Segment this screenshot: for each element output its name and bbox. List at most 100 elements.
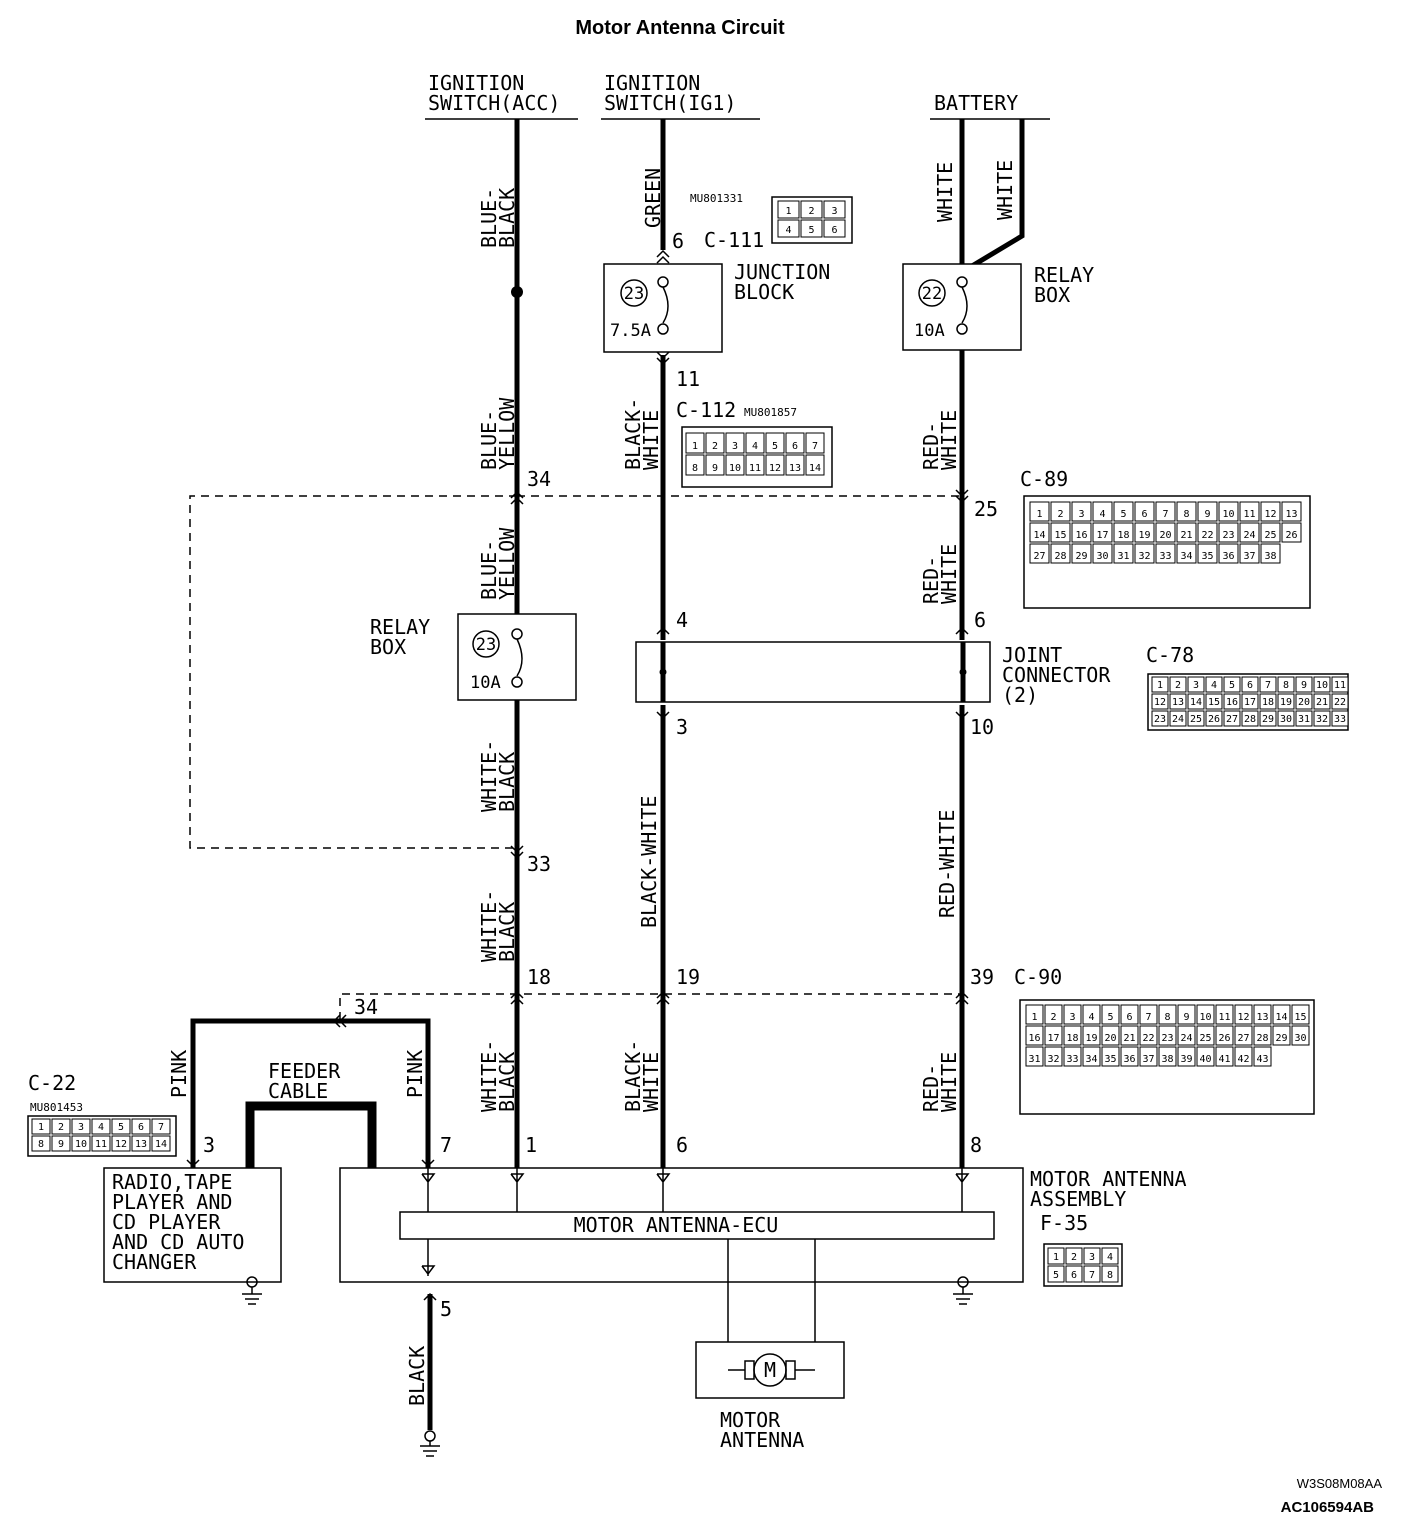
- f35-pin-number: 7: [1089, 1270, 1095, 1281]
- wire-white-black-4: BLACK: [495, 902, 519, 962]
- jb-fuse-number: 23: [624, 284, 644, 304]
- f35-pin-cell: [1047, 1265, 1065, 1283]
- c90-pin-number: 21: [1123, 1033, 1135, 1044]
- c22-pin-number: 13: [135, 1139, 147, 1150]
- ecu-label: MOTOR ANTENNA-ECU: [574, 1213, 779, 1237]
- c89-pin-number: 7: [1162, 509, 1168, 520]
- c78-pin-number: 7: [1265, 680, 1271, 691]
- wire-green: GREEN: [641, 168, 665, 228]
- c89-pin-number: 11: [1243, 509, 1255, 520]
- f35-pin-cell: [1101, 1265, 1119, 1283]
- c90-pin-cell: [1177, 1004, 1196, 1025]
- battery-circuit: WHITE WHITE RED- WHITE 25 RED- WHITE 6 1…: [919, 119, 1025, 1157]
- c90-pin-cell: [1253, 1004, 1272, 1025]
- pin-bat-25: 25: [974, 497, 998, 521]
- c89-pin-cell: [1239, 501, 1260, 522]
- c112-pin-number: 2: [712, 441, 718, 452]
- wire-white-1: WHITE: [933, 162, 957, 222]
- c90-pin-cell: [1253, 1046, 1272, 1067]
- c90-pin-number: 36: [1123, 1054, 1135, 1065]
- c78-pin-number: 11: [1334, 680, 1346, 691]
- c89-pin-number: 29: [1075, 551, 1087, 562]
- c78-pin-number: 3: [1193, 680, 1199, 691]
- c78-pin-number: 2: [1175, 680, 1181, 691]
- c89-pin-cell: [1218, 543, 1239, 564]
- c89-pin-number: 33: [1159, 551, 1171, 562]
- c22-pin-number: 11: [95, 1139, 107, 1150]
- c89-pin-number: 14: [1033, 530, 1045, 541]
- c90-pin-number: 42: [1237, 1054, 1249, 1065]
- c78-pin-cell: [1313, 693, 1331, 710]
- c90-pin-cell: [1215, 1025, 1234, 1046]
- c90-pin-number: 3: [1069, 1012, 1075, 1023]
- c78-pin-number: 8: [1283, 680, 1289, 691]
- c112-pin-cell: [805, 454, 825, 476]
- c89-pin-number: 24: [1243, 530, 1255, 541]
- c78-pin-number: 22: [1334, 697, 1346, 708]
- junction-block: 23 7.5A JUNCTION BLOCK: [603, 260, 830, 353]
- c89-pin-cell: [1050, 522, 1071, 543]
- c78-pin-number: 1: [1157, 680, 1163, 691]
- pin-pink-34: 34: [354, 995, 378, 1019]
- wire-blue-black-1: BLUE-: [477, 188, 501, 248]
- radio-label-2: PLAYER AND: [112, 1190, 232, 1214]
- c89-pin-cell: [1197, 543, 1218, 564]
- c90-pin-number: 28: [1256, 1033, 1268, 1044]
- c78-pin-number: 13: [1172, 697, 1184, 708]
- c112-pin-cell: [705, 432, 725, 454]
- f35-pin-number: 5: [1053, 1270, 1059, 1281]
- c112-pin-cell: [765, 432, 785, 454]
- c90-name: C-90: [1014, 965, 1062, 989]
- c90-pin-cell: [1158, 1025, 1177, 1046]
- c89-pin-cell: [1176, 501, 1197, 522]
- c78-pin-cell: [1223, 693, 1241, 710]
- c22-pin-number: 4: [98, 1122, 104, 1133]
- c112-pin-cell: [785, 454, 805, 476]
- c78-pin-cell: [1241, 693, 1259, 710]
- c90-pin-number: 38: [1161, 1054, 1173, 1065]
- wire-red-white-1: RED-: [919, 422, 943, 470]
- joint-connector-label-2: CONNECTOR: [1002, 663, 1111, 687]
- c78-pin-cell: [1241, 710, 1259, 727]
- c90-pin-cell: [1215, 1004, 1234, 1025]
- c78-pin-cell: [1331, 676, 1349, 693]
- c111-pin-number: 1: [785, 206, 791, 217]
- c112-pin-cell: [785, 432, 805, 454]
- c89-pin-number: 22: [1201, 530, 1213, 541]
- c111-pin-cell: [823, 200, 846, 219]
- f35-pin-number: 2: [1071, 1252, 1077, 1263]
- c90-pin-number: 8: [1164, 1012, 1170, 1023]
- wire-red-white-2: WHITE: [937, 410, 961, 470]
- c78-pin-cell: [1295, 676, 1313, 693]
- c90-pin-cell: [1101, 1025, 1120, 1046]
- c89-pin-cell: [1134, 501, 1155, 522]
- wire-pink-2: PINK: [403, 1050, 427, 1098]
- c90-pin-cell: [1158, 1046, 1177, 1067]
- c89-pin-cell: [1134, 543, 1155, 564]
- c90-pin-cell: [1234, 1025, 1253, 1046]
- c89-pin-number: 13: [1285, 509, 1297, 520]
- c22-pin-number: 5: [118, 1122, 124, 1133]
- relay-box-mid-label-2: BOX: [370, 635, 406, 659]
- c112-pin-cell: [705, 454, 725, 476]
- ign-ig1-label-1: IGNITION: [604, 71, 700, 95]
- assembly-label-2: ASSEMBLY: [1030, 1187, 1126, 1211]
- c112-pin-number: 1: [692, 441, 698, 452]
- c89-pin-cell: [1071, 543, 1092, 564]
- c89-pin-number: 6: [1141, 509, 1147, 520]
- c112-pin-cell: [745, 454, 765, 476]
- c78-pin-cell: [1331, 693, 1349, 710]
- c90-pin-number: 13: [1256, 1012, 1268, 1023]
- wire-blue-yellow-4: YELLOW: [495, 527, 519, 600]
- c90-pin-cell: [1196, 1046, 1215, 1067]
- c89-pin-cell: [1218, 522, 1239, 543]
- c90-pin-number: 33: [1066, 1054, 1078, 1065]
- wire-black: BLACK: [405, 1346, 429, 1406]
- motor-antenna-assembly: MOTOR ANTENNA-ECU MOTOR ANTENNA ASSEMBLY: [339, 1155, 1187, 1370]
- c89-pin-number: 31: [1117, 551, 1129, 562]
- motor-antenna-label-1: MOTOR: [720, 1408, 781, 1432]
- pin-bat-10: 10: [970, 715, 994, 739]
- c90-pin-number: 26: [1218, 1033, 1230, 1044]
